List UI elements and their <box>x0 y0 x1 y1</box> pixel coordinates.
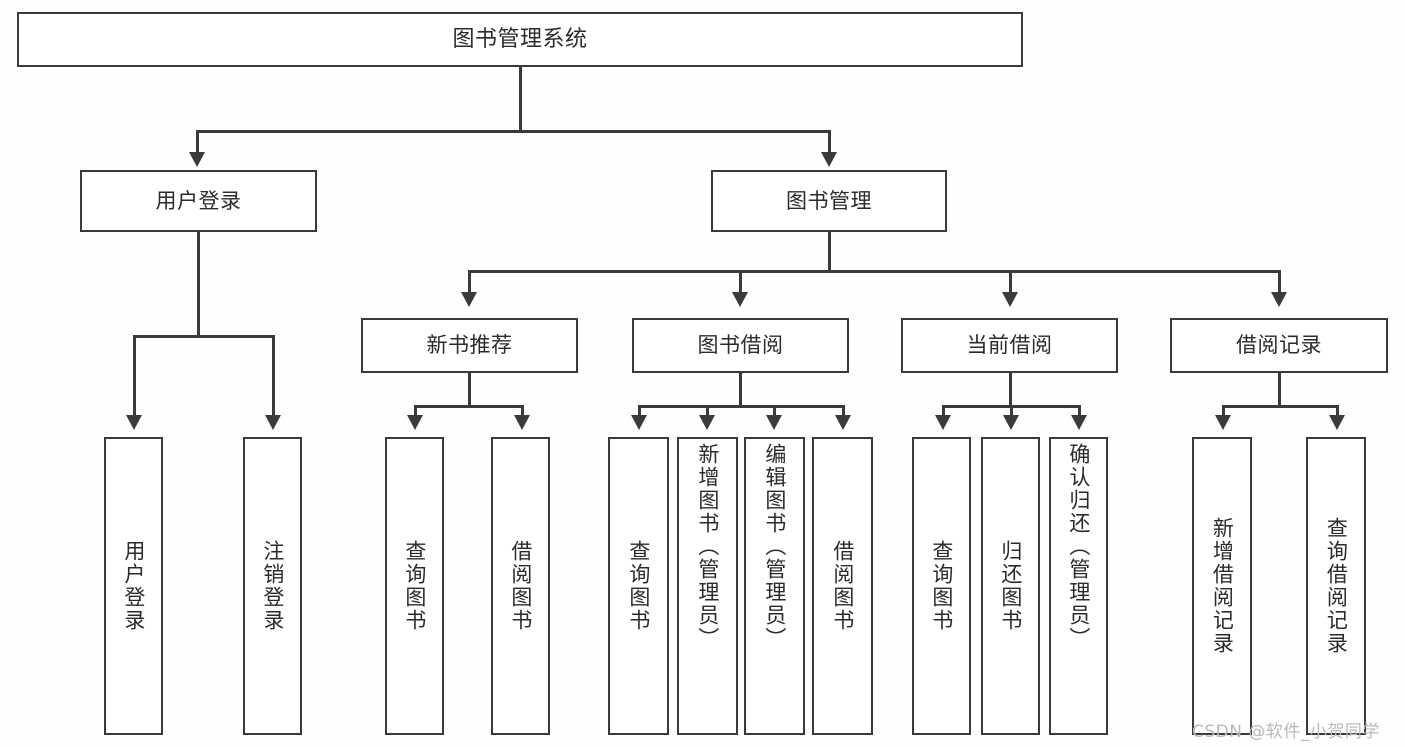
leaf-add-book-admin[interactable]: 新增图书（管理员） <box>677 437 738 735</box>
connector-recommend-stem <box>468 373 471 405</box>
connector-current-drop-3 <box>1078 405 1081 417</box>
leaf-return-book[interactable]: 归还图书 <box>981 437 1040 735</box>
connector-root-bar <box>196 130 830 133</box>
connector-record-stem <box>1278 373 1281 405</box>
connector-root-drop-left <box>196 130 199 155</box>
node-label: 借阅图书 <box>508 540 533 632</box>
node-user-login[interactable]: 用户登录 <box>80 170 317 232</box>
arrow-to-leaf-add-record <box>1215 415 1231 430</box>
arrow-to-book-manage <box>821 152 837 167</box>
leaf-add-borrow-record[interactable]: 新增借阅记录 <box>1192 437 1252 735</box>
connector-bookmanage-drop-1 <box>468 270 471 295</box>
node-label: 用户登录 <box>155 188 242 213</box>
connector-recommend-bar <box>414 405 522 408</box>
arrow-to-leaf-return-book <box>1003 415 1019 430</box>
connector-record-bar <box>1222 405 1337 408</box>
node-root-system[interactable]: 图书管理系统 <box>17 12 1023 67</box>
connector-userlogin-bar <box>133 335 273 338</box>
node-label: 查询图书 <box>929 540 954 632</box>
node-label: 借阅记录 <box>1236 333 1322 358</box>
connector-bookmanage-drop-4 <box>1278 270 1281 295</box>
node-label: 归还图书 <box>998 540 1023 632</box>
leaf-confirm-return-admin[interactable]: 确认归还（管理员） <box>1049 437 1108 735</box>
node-label: 查询借阅记录 <box>1324 517 1349 655</box>
leaf-user-login[interactable]: 用户登录 <box>104 437 163 735</box>
node-label: 借阅图书 <box>830 540 855 632</box>
connector-borrow-stem <box>739 373 742 405</box>
watermark: CSDN @软件_小贺同学 <box>1192 722 1380 742</box>
node-label: 确认归还（管理员） <box>1066 443 1091 650</box>
node-label: 图书管理系统 <box>452 26 588 52</box>
arrow-to-leaf-edit-book <box>766 415 782 430</box>
node-label: 编辑图书（管理员） <box>762 443 787 650</box>
connector-userlogin-stem <box>197 232 200 335</box>
connector-root-stem <box>519 67 522 130</box>
arrow-to-leaf-query-book-b <box>631 415 647 430</box>
leaf-query-borrow-record[interactable]: 查询借阅记录 <box>1306 437 1366 735</box>
arrow-to-leaf-confirm-return <box>1071 415 1087 430</box>
connector-root-drop-right <box>828 130 831 155</box>
node-label: 用户登录 <box>121 540 146 632</box>
node-label: 当前借阅 <box>966 333 1053 358</box>
connector-recommend-drop-1 <box>414 405 417 417</box>
leaf-query-book-current[interactable]: 查询图书 <box>912 437 971 735</box>
arrow-to-current-borrow <box>1002 292 1018 307</box>
arrow-to-leaf-query-book-a <box>407 415 423 430</box>
connector-bookmanage-drop-2 <box>739 270 742 295</box>
leaf-query-book-recommend[interactable]: 查询图书 <box>385 437 444 735</box>
arrow-to-new-book-recommend <box>461 292 477 307</box>
node-new-book-recommend[interactable]: 新书推荐 <box>361 318 578 373</box>
node-label: 新增借阅记录 <box>1210 517 1235 655</box>
connector-bookmanage-stem <box>828 232 831 270</box>
node-label: 查询图书 <box>402 540 427 632</box>
node-label: 图书管理 <box>786 188 872 213</box>
connector-borrow-drop-1 <box>638 405 641 417</box>
connector-userlogin-drop-2 <box>272 335 275 417</box>
arrow-to-leaf-borrow-book-b <box>835 415 851 430</box>
arrow-to-leaf-query-record <box>1329 415 1345 430</box>
node-label: 新增图书（管理员） <box>695 443 720 650</box>
connector-current-drop-1 <box>942 405 945 417</box>
leaf-borrow-book[interactable]: 借阅图书 <box>812 437 873 735</box>
arrow-to-leaf-query-book-c <box>935 415 951 430</box>
connector-record-drop-2 <box>1336 405 1339 417</box>
leaf-edit-book-admin[interactable]: 编辑图书（管理员） <box>744 437 805 735</box>
connector-current-drop-2 <box>1010 405 1013 417</box>
connector-borrow-drop-2 <box>706 405 709 417</box>
node-book-manage[interactable]: 图书管理 <box>711 170 947 232</box>
node-label: 图书借阅 <box>697 333 784 358</box>
connector-current-stem <box>1009 373 1012 405</box>
arrow-to-leaf-user-login <box>126 415 142 430</box>
arrow-to-leaf-borrow-book-a <box>514 415 530 430</box>
connector-borrow-bar <box>638 405 843 408</box>
connector-bookmanage-drop-3 <box>1009 270 1012 295</box>
connector-userlogin-drop-1 <box>133 335 136 417</box>
leaf-borrow-book-recommend[interactable]: 借阅图书 <box>491 437 550 735</box>
node-label: 新书推荐 <box>426 333 513 358</box>
connector-bookmanage-bar <box>468 270 1278 273</box>
leaf-query-book-borrow[interactable]: 查询图书 <box>608 437 669 735</box>
node-borrow-record[interactable]: 借阅记录 <box>1170 318 1388 373</box>
leaf-logout[interactable]: 注销登录 <box>243 437 302 735</box>
node-current-borrow[interactable]: 当前借阅 <box>901 318 1118 373</box>
arrow-to-leaf-add-book <box>699 415 715 430</box>
connector-record-drop-1 <box>1222 405 1225 417</box>
arrow-to-borrow-record <box>1271 292 1287 307</box>
arrow-to-leaf-logout <box>265 415 281 430</box>
node-book-borrow[interactable]: 图书借阅 <box>632 318 849 373</box>
connector-borrow-drop-4 <box>842 405 845 417</box>
arrow-to-book-borrow <box>732 292 748 307</box>
connector-borrow-drop-3 <box>773 405 776 417</box>
node-label: 注销登录 <box>260 540 285 632</box>
connector-recommend-drop-2 <box>521 405 524 417</box>
arrow-to-user-login <box>189 152 205 167</box>
node-label: 查询图书 <box>626 540 651 632</box>
